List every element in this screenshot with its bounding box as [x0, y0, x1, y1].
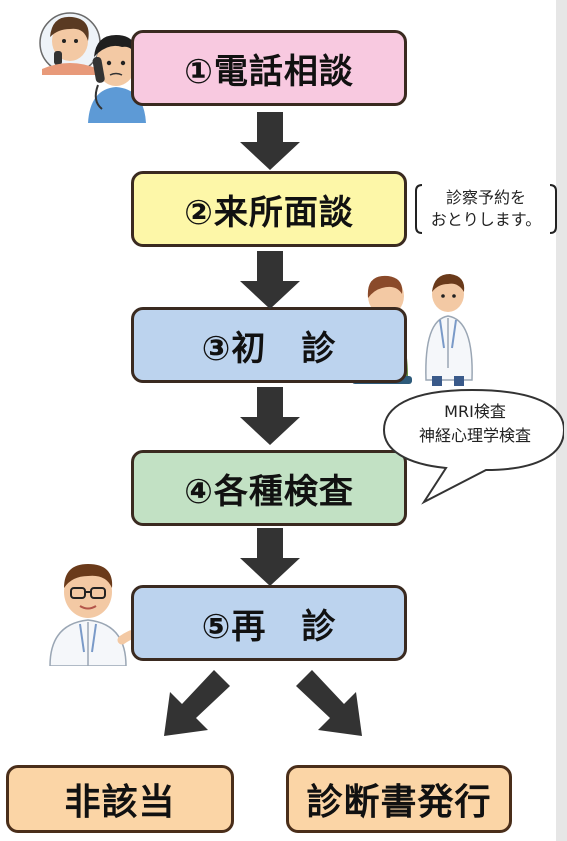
bubble-line-2: 神経心理学検査: [418, 426, 531, 445]
step-phone-consultation: ①電話相談: [131, 30, 407, 106]
down-arrow-4: [240, 528, 300, 586]
step-first-consultation: ③初 診: [131, 307, 407, 383]
step-1-label: ①電話相談: [184, 51, 354, 92]
branch-arrow-right: [296, 670, 362, 736]
result-1-label: 非該当: [64, 782, 176, 823]
speech-bubble: [382, 388, 564, 505]
note-line-2: おとりします。: [430, 210, 542, 229]
note-brackets: [415, 184, 557, 234]
bubble-line-1: MRI検査: [444, 402, 506, 421]
step-5-label: ⑤再 診: [201, 606, 337, 647]
down-arrow-1: [240, 112, 300, 170]
bubble-text: MRI検査 神経心理学検査: [394, 400, 556, 448]
result-certificate-issued: 診断書発行: [286, 765, 512, 833]
result-not-applicable: 非該当: [6, 765, 234, 833]
doctor-illustration: [49, 564, 150, 666]
step-2-label: ②来所面談: [184, 192, 354, 233]
branch-arrow-left: [164, 670, 230, 736]
step-follow-up-consultation: ⑤再 診: [131, 585, 407, 661]
result-2-label: 診断書発行: [306, 782, 492, 823]
down-arrow-3: [240, 387, 300, 445]
appointment-note: 診察予約を おとりします。: [412, 181, 560, 237]
step-examinations: ④各種検査: [131, 450, 407, 526]
down-arrow-2: [240, 251, 300, 309]
step-4-label: ④各種検査: [184, 471, 354, 512]
step-visit-interview: ②来所面談: [131, 171, 407, 247]
note-line-1: 診察予約を: [445, 188, 526, 207]
step-3-label: ③初 診: [201, 328, 337, 369]
